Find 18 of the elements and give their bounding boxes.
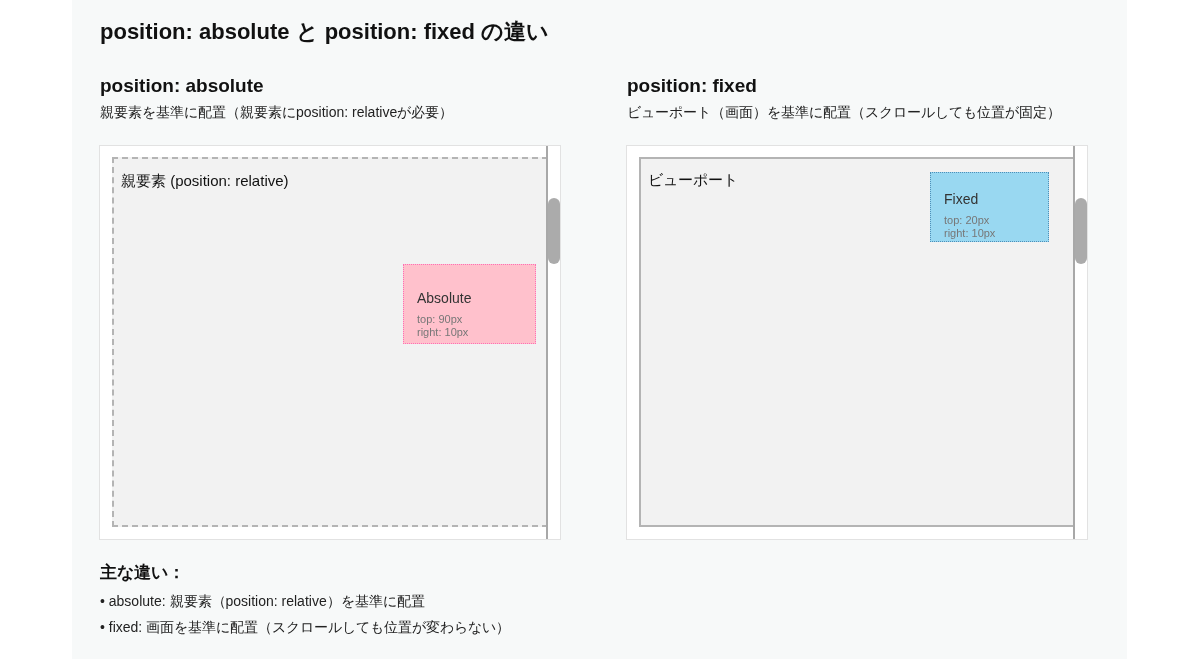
css-property-text: top: 20px [944,213,990,227]
css-property-text: right: 10px [417,325,469,339]
css-property-text: right: 10px [944,226,996,240]
box-label: Fixed [944,190,979,208]
summary-heading: 主な違い： [100,561,185,583]
bullet-item: • fixed: 画面を基準に配置（スクロールしても位置が変わらない） [100,618,511,636]
section-heading: position: absolute [100,74,264,98]
box-label: ビューポート [648,169,738,189]
page-title: position: absolute と position: fixed の違い [100,18,550,46]
absolute-element-box [403,264,536,344]
bullet-item: • absolute: 親要素（position: relative）を基準に配置 [100,592,425,610]
section-heading: position: fixed [627,74,757,98]
box-label: Absolute [417,289,472,307]
css-property-text: top: 90px [417,312,463,326]
box-label: 親要素 (position: relative) [121,170,289,190]
fixed-element-box [930,172,1049,242]
section-description: 親要素を基準に配置（親要素にposition: relativeが必要） [100,103,454,121]
section-description: ビューポート（画面）を基準に配置（スクロールしても位置が固定） [627,103,1061,121]
